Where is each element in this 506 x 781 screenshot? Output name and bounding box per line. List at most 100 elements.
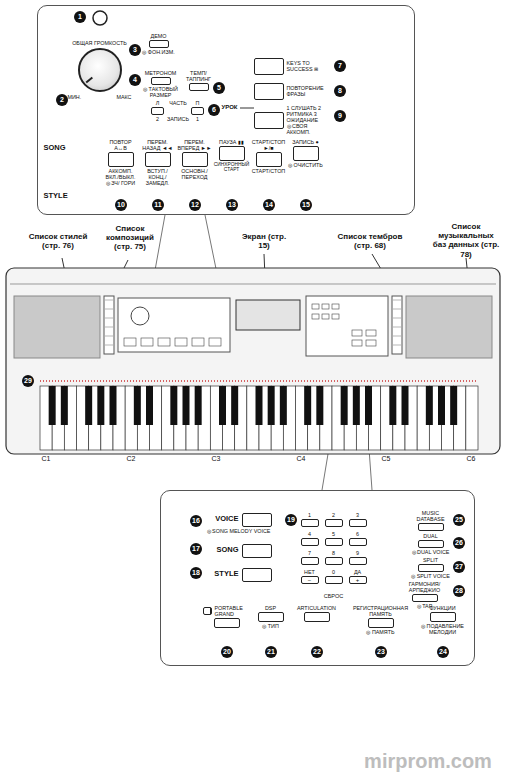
button-label: 8 <box>323 550 345 556</box>
panel-button <box>254 83 284 100</box>
black-key <box>85 386 92 425</box>
list-strip <box>104 296 114 354</box>
panel-button <box>366 340 376 346</box>
callout-number: 24 <box>437 646 449 658</box>
group-label: ЗАПИСЬ <box>165 116 191 122</box>
label-row: МИН.МАКС <box>68 94 132 100</box>
button-label: ПАУЗА ▮▮ <box>214 139 250 145</box>
panel-button <box>301 519 319 527</box>
button-label: + <box>350 577 366 583</box>
callout-number: 26 <box>453 537 465 549</box>
callout-number: 15 <box>300 199 312 211</box>
button-node: 3 <box>347 512 369 528</box>
panel-label: УРОК <box>222 104 262 111</box>
black-key <box>389 386 396 425</box>
button-label: ◎ ТИП <box>256 623 286 629</box>
button-label: ◎ СВОЯ АККОМП. <box>287 123 332 135</box>
button-label: ТЕМП/ ТАППИНГ <box>184 70 214 82</box>
button-label: 0 <box>323 569 345 575</box>
button-label: СТАРТ/СТОП <box>251 168 287 174</box>
button-node: 4 <box>299 531 321 547</box>
button-label: 7 <box>299 550 321 556</box>
body-line <box>10 284 496 285</box>
callout-number: 7 <box>334 60 346 72</box>
button-node: ЗАПИСЬ ●◎ ОЧИСТИТЬ <box>288 139 324 168</box>
keyboard-body <box>6 268 500 454</box>
group-label: ЧАСТЬ <box>166 100 190 106</box>
button-label: ДА <box>347 569 369 575</box>
button-label: ◎ ПОДАВЛЕНИЕ МЕЛОДИИ <box>416 623 470 635</box>
button-label: 3 <box>347 512 369 518</box>
knob-mark <box>85 76 92 83</box>
button-label: ◎ ЗЧ/ ГОРИ <box>103 180 139 186</box>
panel-button <box>214 618 240 628</box>
button-node: 2 <box>323 512 345 528</box>
list-line <box>105 345 113 346</box>
button-node: МЕТРОНОМ ◎ ТАКТОВЫЙ РАЗМЕР <box>140 70 182 99</box>
key-name: C1 <box>38 455 54 463</box>
panel-button <box>325 538 343 546</box>
left-panel <box>118 298 230 352</box>
button-label: МЕТРОНОМ <box>140 70 182 76</box>
panel-button <box>151 107 164 115</box>
panel-button <box>332 304 339 309</box>
label-row: ПОВТОРЕНИЕ ФРАЗЫ <box>254 82 332 101</box>
list-line <box>105 327 113 328</box>
callout-number: 5 <box>213 82 225 94</box>
panel-button <box>366 330 376 336</box>
callout-number: 4 <box>129 74 141 86</box>
button-label: ПОВТОРЕНИЕ ФРАЗЫ <box>287 85 332 97</box>
button-label: ◎ ФОН.ИЗМ. <box>140 49 178 55</box>
panel-button <box>209 338 221 346</box>
black-key <box>256 386 263 425</box>
panel-button <box>322 314 329 319</box>
button-node: DUAL◎ DUAL VOICE <box>410 533 452 555</box>
piano-icon <box>203 607 212 615</box>
panel-button <box>108 152 134 167</box>
list-line <box>105 309 113 310</box>
list-heading: Список тембров (стр. 68) <box>337 232 403 250</box>
callout-number: 8 <box>334 85 346 97</box>
callout-number: 23 <box>375 646 387 658</box>
button-label: ◎ SONG MELODY VOICE <box>206 528 272 534</box>
button-label: ◎ ТАКТОВЫЙ РАЗМЕР <box>140 86 182 98</box>
lesson-bracket <box>240 108 254 109</box>
panel-button <box>191 107 204 115</box>
panel-label: SONG <box>44 144 84 153</box>
button-node: ДЕМО◎ ФОН.ИЗМ. <box>140 33 178 55</box>
callout-number: 28 <box>453 585 465 597</box>
black-key <box>219 386 226 425</box>
button-node: 5 <box>323 531 345 547</box>
panel-button <box>258 612 284 622</box>
button-label: СТАРТ/СТОП ►/■ <box>251 139 287 151</box>
panel-button <box>418 523 444 531</box>
callout-number: 9 <box>334 110 346 122</box>
button-node: DSP◎ ТИП <box>256 605 286 629</box>
list-line <box>393 309 401 310</box>
button-label: 5 <box>323 531 345 537</box>
panel-button <box>312 314 319 319</box>
black-key <box>146 386 153 425</box>
list-line <box>105 318 113 319</box>
black-key <box>195 386 202 425</box>
panel-inset: УРОКSONGSTYLEОБЩАЯ ГРОМКОСТЬМИН.МАКСДЕМО… <box>37 5 415 215</box>
panel-button <box>182 152 208 167</box>
button-node: 0 <box>323 569 345 585</box>
white-key <box>466 386 478 450</box>
panel-button <box>418 540 444 548</box>
button-label: PORTABLE GRAND <box>215 605 251 617</box>
button-label: 1 <box>190 116 206 122</box>
black-key <box>97 386 104 425</box>
panel-button <box>141 338 153 346</box>
panel-button <box>349 519 367 527</box>
button-label: П <box>190 100 206 106</box>
panel-button <box>293 146 319 161</box>
button-label: МАКС <box>101 94 132 100</box>
callout-number: 20 <box>221 646 233 658</box>
black-key <box>365 386 372 425</box>
callout-number: 25 <box>453 514 465 526</box>
panel-button <box>219 146 245 161</box>
button-node: MUSIC DATABASE <box>410 510 452 532</box>
callout-number: 12 <box>189 199 201 211</box>
panel-button <box>254 112 284 129</box>
